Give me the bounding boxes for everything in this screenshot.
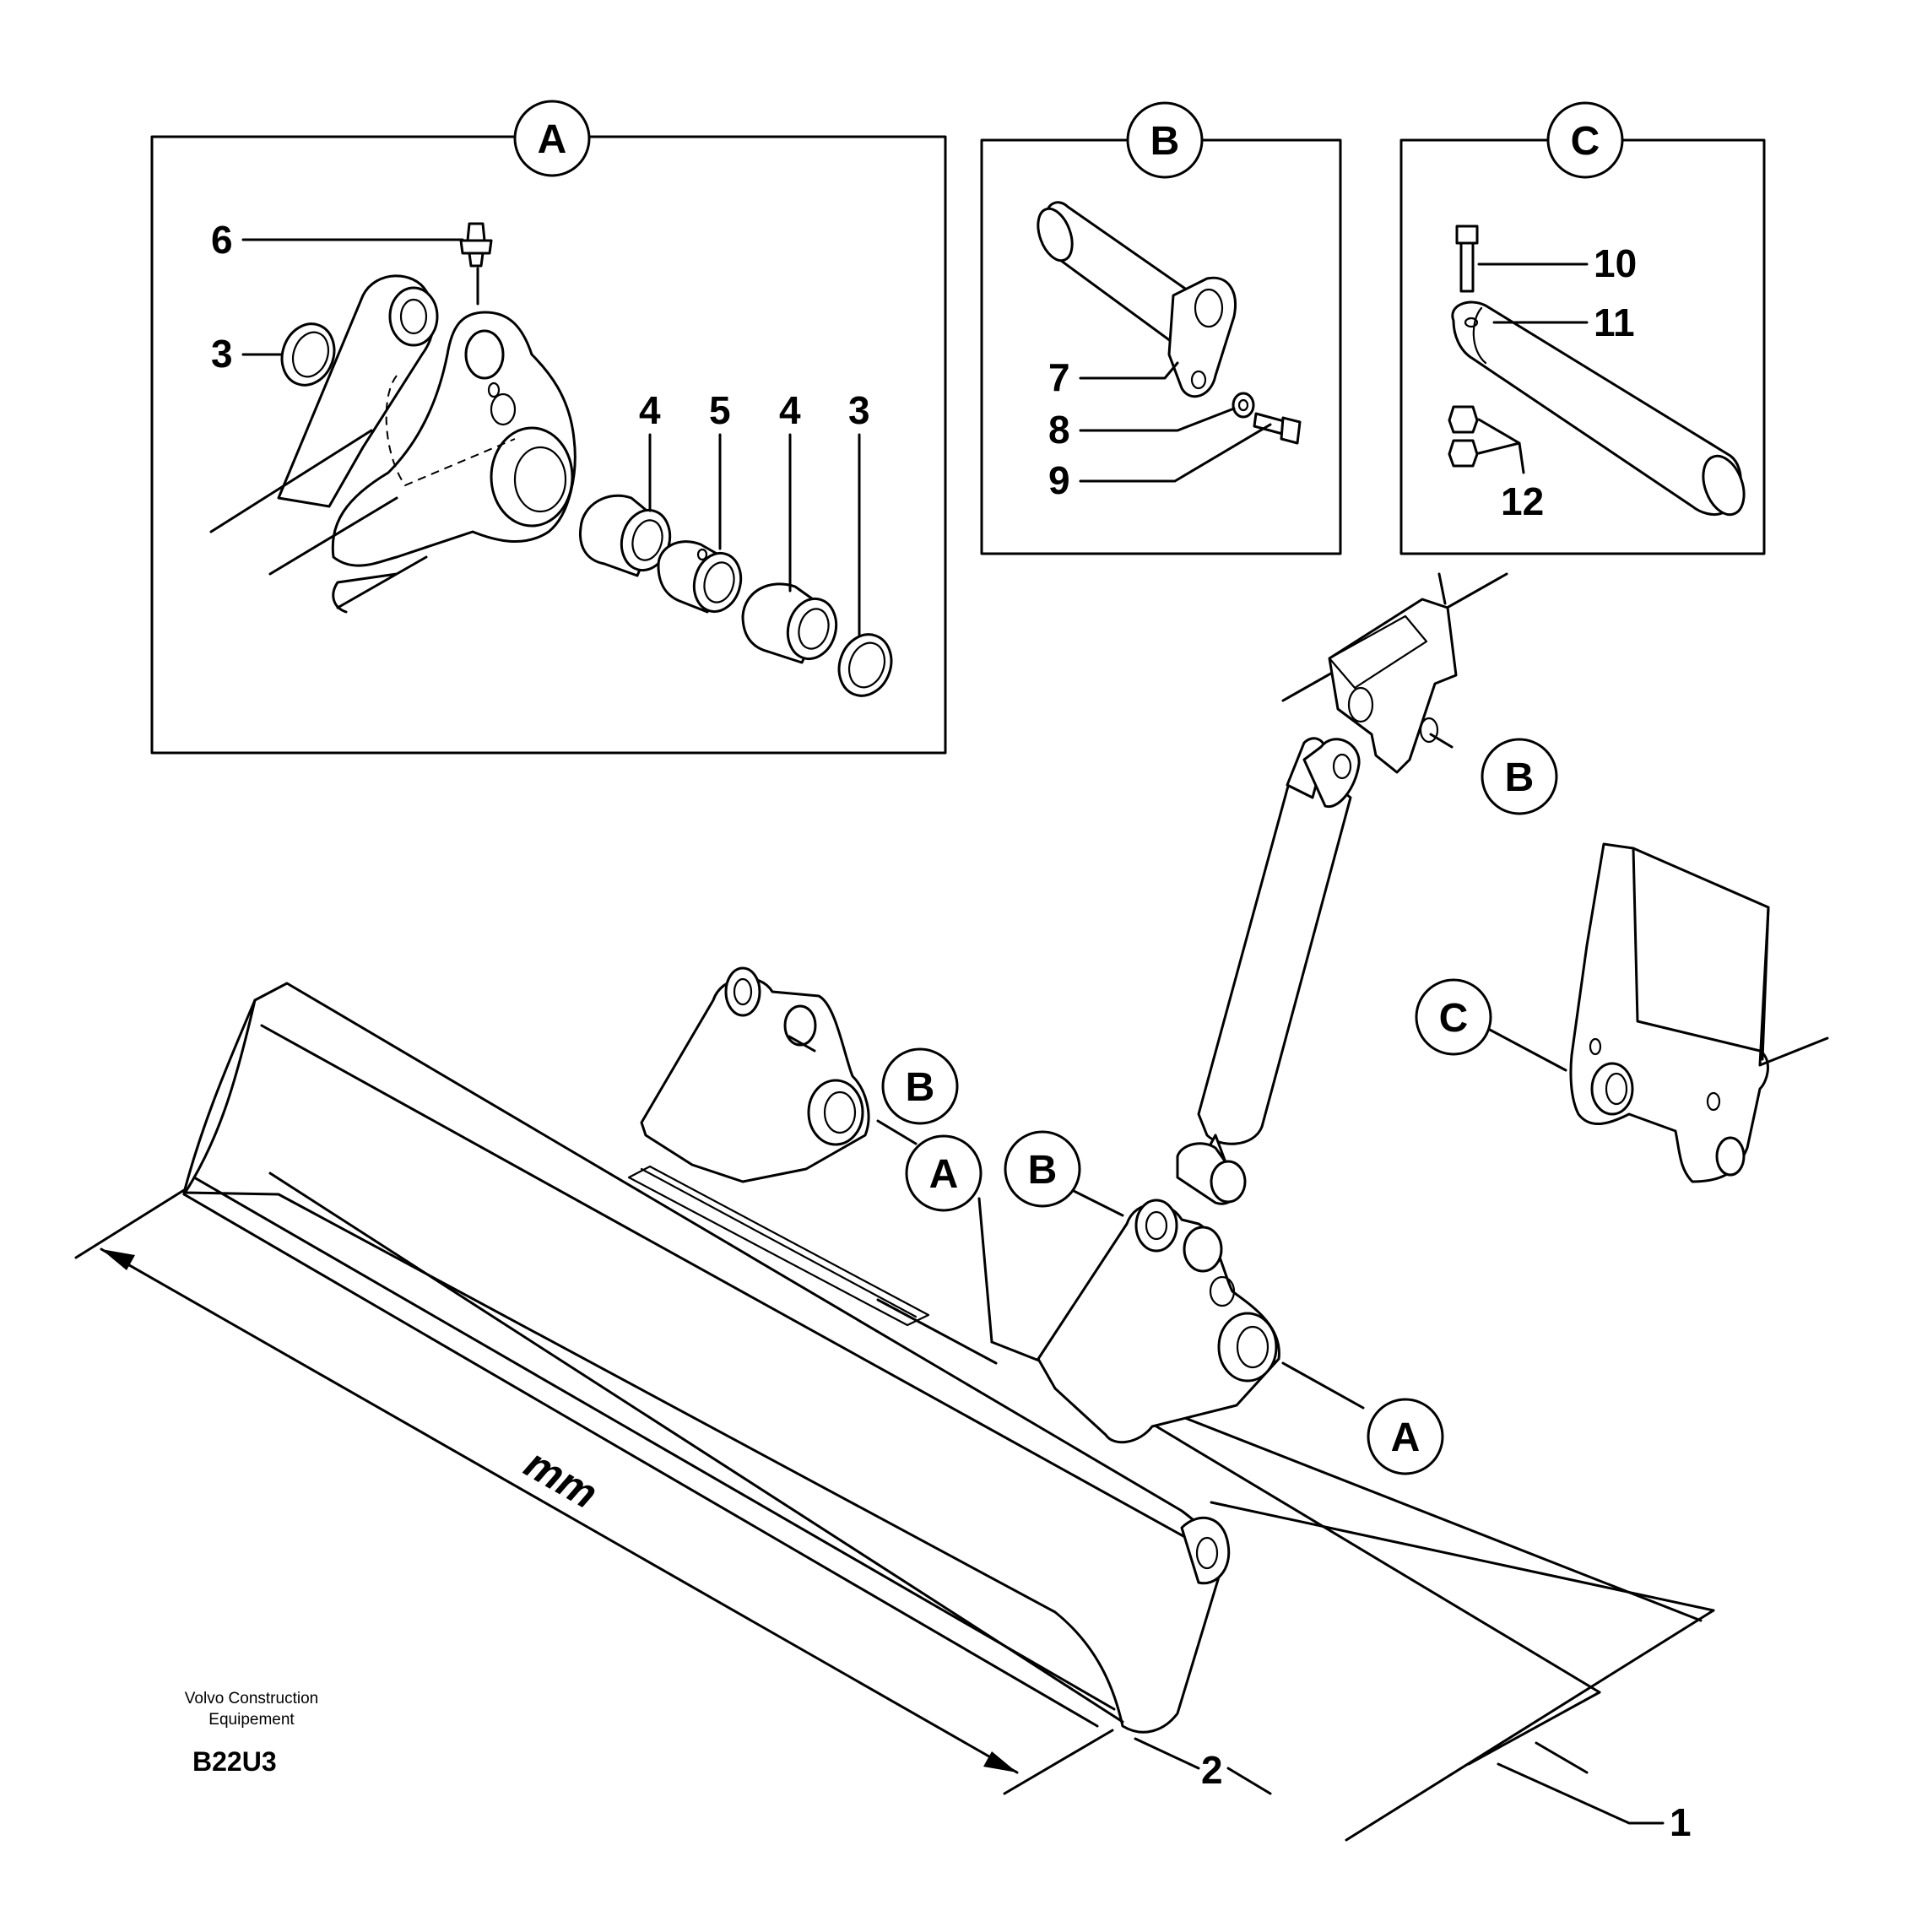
part-label-6: 6 (211, 218, 233, 262)
credit-line1: Volvo Construction (185, 1690, 318, 1707)
drawing-code: B22U3 (192, 1746, 277, 1777)
svg-text:A: A (1391, 1415, 1421, 1460)
part-3-washer-left (280, 322, 336, 387)
upper-mount-bracket (1281, 572, 1508, 774)
part-8-washer (1232, 392, 1255, 419)
part-10-bolt (1455, 225, 1479, 293)
callout-b-right-bracket: B (1004, 1130, 1081, 1208)
callout-detail-c: C (1546, 101, 1624, 179)
part-label-10: 10 (1594, 241, 1637, 285)
svg-text:A: A (929, 1152, 959, 1197)
part-label-2: 2 (1201, 1748, 1223, 1792)
svg-text:B: B (1505, 755, 1535, 800)
part-9-bolt (1253, 412, 1302, 445)
credit-line2: Equipement (208, 1711, 295, 1729)
detail-box-c (1399, 138, 1766, 555)
callout-c-frame: C (1415, 978, 1492, 1056)
part-label-4-left: 4 (639, 388, 661, 432)
svg-text:C: C (1439, 996, 1469, 1041)
width-dimension (74, 1188, 1114, 1795)
callout-b-left-bracket: B (881, 1047, 959, 1125)
part-label-3-right: 3 (848, 388, 870, 432)
part-3-washer-right (837, 633, 893, 697)
part-6-grease-nipple (459, 222, 493, 306)
callout-b-upper-mount: B (1481, 738, 1558, 815)
callout-a-right-bracket: A (1367, 1398, 1444, 1475)
svg-text:B: B (906, 1065, 935, 1110)
callout-a-left-bracket: A (905, 1134, 983, 1212)
part-label-3-left: 3 (211, 332, 233, 376)
main-blade-assembly (74, 572, 1829, 1842)
svg-text:B: B (1150, 119, 1180, 164)
part-label-11: 11 (1594, 300, 1635, 344)
callout-detail-a: A (513, 100, 591, 177)
part-5-sleeve (657, 540, 743, 614)
part-label-5: 5 (709, 388, 731, 432)
part-label-7: 7 (1048, 355, 1070, 399)
detail-box-b (980, 138, 1342, 555)
part-4-bushing-left (578, 494, 672, 577)
svg-text:A: A (538, 117, 567, 162)
dimension-label: mm (517, 1439, 605, 1518)
svg-text:B: B (1028, 1148, 1058, 1193)
hydraulic-cylinder (1176, 737, 1361, 1205)
part-label-8: 8 (1048, 408, 1070, 452)
part-label-9: 9 (1048, 458, 1070, 502)
part-label-4-right: 4 (779, 388, 801, 432)
part-label-12: 12 (1501, 479, 1544, 523)
lift-frame-plate (1569, 842, 1829, 1183)
part-4-bushing-right (741, 582, 838, 664)
part-label-1: 1 (1670, 1800, 1692, 1844)
svg-text:C: C (1571, 119, 1600, 164)
detail-box-a (150, 135, 947, 755)
part-12-nuts (1448, 405, 1479, 468)
part-11-pin (1451, 300, 1746, 517)
callout-detail-b: B (1126, 101, 1204, 179)
